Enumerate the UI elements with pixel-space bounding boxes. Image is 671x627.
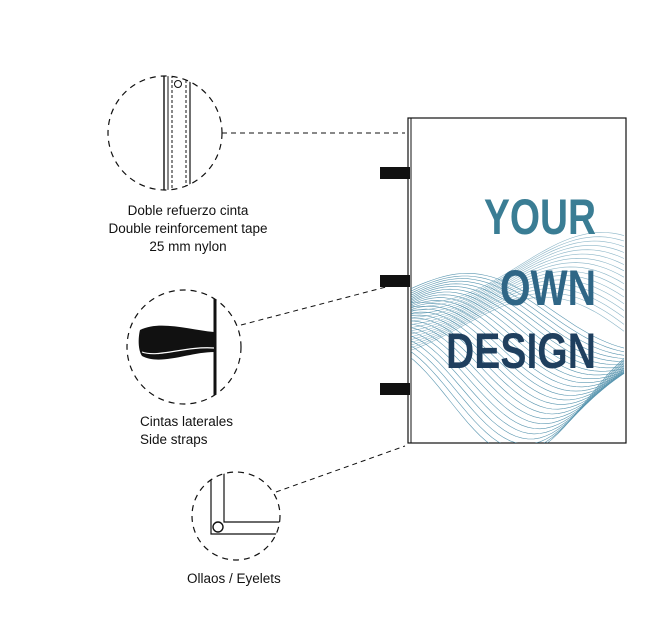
wave-line — [411, 291, 625, 372]
wave-line — [411, 240, 625, 311]
label-straps-line2: Side straps — [140, 432, 208, 447]
banner: YOUR OWN DESIGN — [407, 117, 627, 444]
wave-line — [411, 245, 625, 315]
label-reinforcement-line3: 25 mm nylon — [149, 239, 227, 254]
wave-line — [411, 257, 625, 325]
banner-text-own: OWN — [500, 260, 596, 316]
eyelet-icon — [174, 80, 182, 88]
detail-circle-straps — [126, 289, 242, 405]
wave-line — [411, 345, 625, 443]
wave-line — [411, 314, 625, 405]
leader-line-eyelets — [275, 445, 406, 493]
side-strap-top — [380, 167, 410, 179]
label-eyelets: Ollaos / Eyelets — [187, 570, 281, 588]
wave-line — [411, 335, 625, 435]
wave-line — [411, 280, 625, 359]
wave-line — [411, 297, 625, 379]
label-eyelets-line1: Ollaos / Eyelets — [187, 571, 281, 586]
detail-circle-eyelets — [191, 471, 281, 561]
label-straps: Cintas laterales Side straps — [140, 413, 233, 449]
wave-line — [411, 294, 625, 376]
eyelet-ring-icon — [212, 521, 224, 533]
banner-text-your: YOUR — [484, 189, 596, 245]
wave-line — [411, 271, 625, 335]
wave-line — [411, 236, 625, 307]
wave-line — [411, 283, 625, 362]
wave-line — [411, 306, 625, 392]
wave-line — [411, 278, 625, 356]
wave-line — [411, 266, 625, 332]
wave-line — [411, 288, 625, 369]
wave-line — [411, 275, 625, 337]
wave-line — [411, 275, 625, 353]
wave-line — [411, 288, 625, 346]
wave-line — [411, 283, 625, 343]
wave-line — [411, 351, 625, 443]
banner-text-design: DESIGN — [446, 323, 596, 379]
wave-line — [411, 357, 625, 443]
wave-line — [411, 296, 625, 351]
side-strap-middle — [380, 275, 410, 287]
detail-circle-reinforcement — [107, 75, 223, 191]
label-reinforcement-line2: Double reinforcement tape — [108, 221, 268, 236]
wave-line — [411, 262, 625, 328]
wave-line — [411, 311, 625, 401]
wave-line — [411, 232, 625, 303]
wave-line — [411, 308, 625, 396]
leader-line-straps — [240, 281, 406, 326]
wave-line — [411, 292, 625, 348]
wave-line — [411, 340, 625, 440]
strap-icon — [138, 325, 214, 360]
wave-line — [411, 279, 625, 340]
wave-line — [411, 286, 625, 365]
wave-line — [411, 249, 625, 318]
wave-line — [411, 253, 625, 322]
label-straps-line1: Cintas laterales — [140, 414, 234, 429]
side-strap-bottom — [380, 383, 410, 395]
label-reinforcement-line1: Doble refuerzo cinta — [127, 203, 249, 218]
label-reinforcement: Doble refuerzo cinta Double reinforcemen… — [92, 202, 284, 256]
banner-wave-pattern — [411, 232, 625, 443]
wave-line — [411, 302, 625, 388]
